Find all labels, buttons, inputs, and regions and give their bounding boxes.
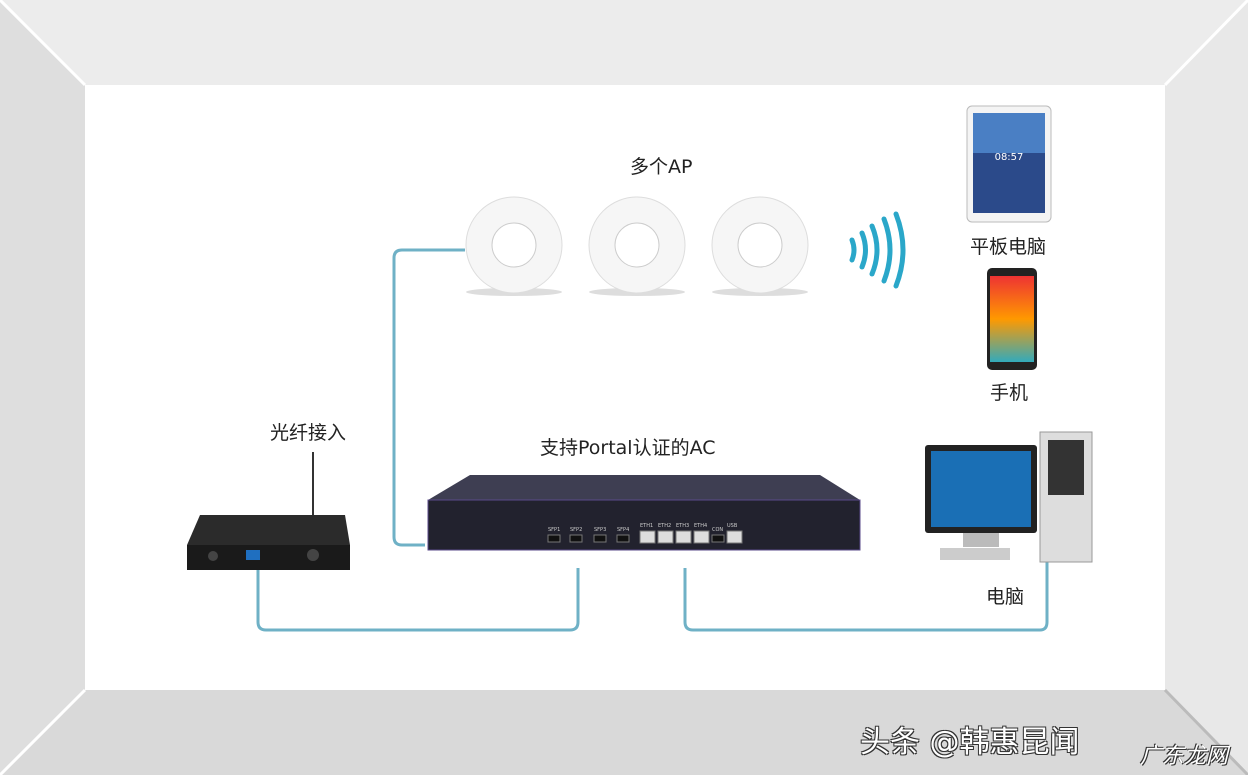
port-eth2 xyxy=(657,530,674,544)
port-label: USB xyxy=(727,523,738,529)
ap-3 xyxy=(711,196,809,296)
label-fiber: 光纤接入 xyxy=(270,422,347,444)
port-sfp1 xyxy=(547,534,561,543)
access-points xyxy=(465,196,809,296)
port-label: SFP3 xyxy=(594,527,606,533)
frame-bottom xyxy=(0,690,1248,775)
desktop-pc-icon xyxy=(925,431,1093,563)
tablet-clock: 08:57 xyxy=(995,152,1024,163)
port-eth1 xyxy=(639,530,656,544)
label-aps: 多个AP xyxy=(630,156,693,178)
frame-top xyxy=(0,0,1248,85)
port-label: SFP1 xyxy=(548,527,560,533)
wifi-signal-icon xyxy=(849,211,906,289)
port-usb xyxy=(726,530,743,544)
port-label: ETH4 xyxy=(694,523,707,529)
label-ac: 支持Portal认证的AC xyxy=(540,437,716,459)
cable-fiber-to-ac xyxy=(256,560,580,632)
cable-ac-to-ap xyxy=(392,248,465,547)
port-con xyxy=(711,534,725,543)
ap-1 xyxy=(465,196,563,296)
port-sfp3 xyxy=(593,534,607,543)
port-sfp2 xyxy=(569,534,583,543)
port-label: ETH1 xyxy=(640,523,653,529)
label-tablet: 平板电脑 xyxy=(970,236,1047,258)
label-phone: 手机 xyxy=(990,382,1029,404)
label-pc: 电脑 xyxy=(986,586,1025,608)
port-eth3 xyxy=(675,530,692,544)
frame-left xyxy=(0,0,85,775)
ap-2 xyxy=(588,196,686,296)
port-eth4 xyxy=(693,530,710,544)
port-label: SFP2 xyxy=(570,527,582,533)
fiber-modem-icon xyxy=(187,515,350,570)
port-label: ETH3 xyxy=(676,523,689,529)
frame-right xyxy=(1165,0,1248,775)
port-label: CON xyxy=(712,527,723,533)
port-label: ETH2 xyxy=(658,523,671,529)
phone-icon xyxy=(987,268,1037,370)
tablet-icon: 08:57 xyxy=(966,105,1052,223)
port-label: SFP4 xyxy=(617,527,629,533)
watermark: 头条 @韩惠昆闻 xyxy=(860,725,1080,760)
port-sfp4 xyxy=(616,534,630,543)
cable-ac-to-pc xyxy=(683,560,1049,632)
watermark-overlay: 广东龙网 xyxy=(1140,744,1229,769)
